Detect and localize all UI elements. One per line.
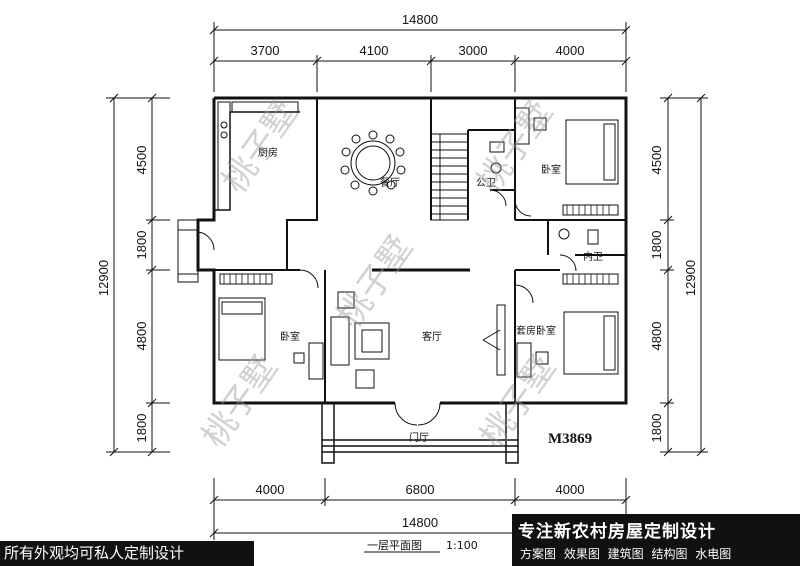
room-label-bedroom-sw: 卧室 [280,330,300,343]
beds [218,119,619,375]
front-porch [321,402,519,464]
top-total-width: 14800 [402,12,438,27]
service-banner: 专注新农村房屋定制设计 方案图 效果图 建筑图 结构图 水电图 [512,514,800,566]
room-label-bedroom-ne: 卧室 [541,163,561,176]
kitchen-counter [217,101,299,211]
top-segment-3: 3000 [459,43,488,58]
right-segment-2: 1800 [649,231,664,260]
plan-title: 一层平面图 [367,539,422,552]
watermark-1: 桃子墅 [215,94,306,200]
left-segment-2: 1800 [134,231,149,260]
bottom-segment-2: 6800 [406,482,435,497]
side-steps [177,219,199,283]
wardrobe-hatching [223,205,610,284]
wardrobes [219,204,619,285]
left-total-depth: 12900 [96,260,111,296]
left-segment-4: 1800 [134,414,149,443]
plan-scale: 1:100 [446,539,478,552]
customization-banner-text: 所有外观均可私人定制设计 [4,544,185,562]
top-segment-2: 4100 [360,43,389,58]
top-dimension-lines [209,22,631,92]
room-label-ensuite: 内卫 [583,250,603,263]
right-segment-3: 4800 [649,322,664,351]
drawing-code: M3869 [548,431,592,447]
right-total-depth: 12900 [683,260,698,296]
left-segment-1: 4500 [134,146,149,175]
bottom-total-width: 14800 [402,515,438,530]
dining-table [340,130,406,196]
living-furniture [330,291,506,389]
right-dimension-lines [660,93,708,457]
bottom-segment-3: 4000 [556,482,585,497]
room-label-foyer: 门厅 [409,431,429,444]
room-label-living: 客厅 [422,330,442,343]
interior-walls [214,98,626,403]
right-segment-4: 1800 [649,414,664,443]
right-segment-1: 4500 [649,146,664,175]
room-label-dining: 餐厅 [380,176,400,189]
room-label-kitchen: 厨房 [258,146,278,159]
room-label-public-bath: 公卫 [476,178,496,189]
left-segment-3: 4800 [134,322,149,351]
desks-chairs [293,107,599,380]
service-banner-title: 专注新农村房屋定制设计 [518,522,716,542]
room-label-guest-bedroom: 套房卧室 [516,324,556,337]
door-swings [197,189,577,426]
left-dimension-lines [106,93,170,457]
watermark-3: 桃子墅 [330,229,421,335]
bottom-segment-1: 4000 [256,482,285,497]
customization-banner: 所有外观均可私人定制设计 [0,541,254,566]
top-segment-4: 4000 [556,43,585,58]
service-banner-list: 方案图 效果图 建筑图 结构图 水电图 [520,547,732,561]
staircase [430,133,469,221]
top-segment-1: 3700 [251,43,280,58]
